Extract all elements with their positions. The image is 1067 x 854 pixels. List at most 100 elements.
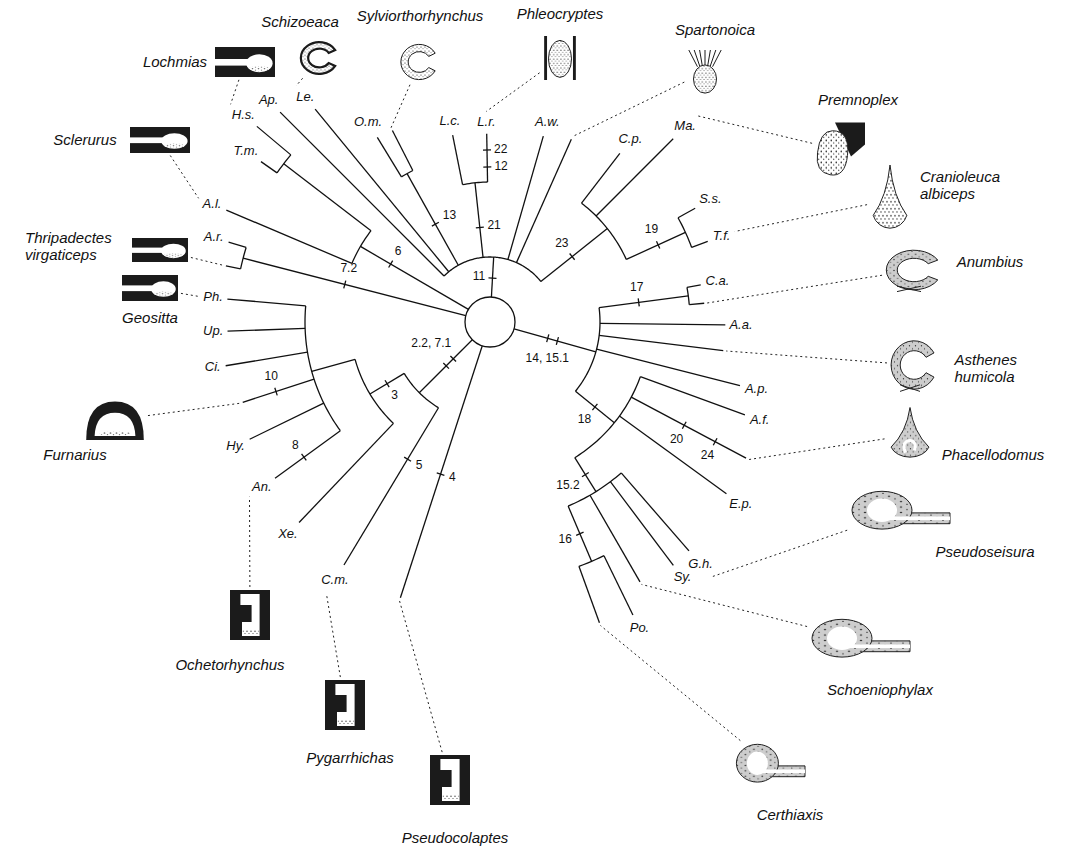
- branch-line: [491, 257, 493, 297]
- character-tick: [682, 422, 686, 429]
- taxon-abbreviation: Hy.: [226, 439, 245, 454]
- taxon-abbreviation: E.p.: [729, 497, 752, 512]
- character-number: 23: [555, 237, 568, 251]
- nest-shape: [130, 127, 190, 153]
- leader-line: [726, 351, 887, 363]
- taxon-abbreviation: G.h.: [688, 557, 713, 572]
- taxon-abbreviation: A.r.: [204, 230, 224, 245]
- taxon-abbreviation: A.f.: [750, 413, 770, 428]
- nest-illustration: [891, 341, 934, 392]
- branch-line: [640, 377, 745, 415]
- nest-shape: [215, 47, 275, 77]
- nest-illustration: [132, 238, 188, 262]
- branch-line: [257, 126, 291, 155]
- character-number: 7.2: [340, 262, 357, 276]
- taxon-abbreviation: S.s.: [699, 192, 721, 207]
- character-number: 19: [645, 223, 658, 237]
- branch-line: [689, 303, 704, 304]
- taxon-abbreviation: T.m.: [233, 144, 258, 159]
- character-tick: [302, 454, 307, 460]
- branch-line: [692, 241, 708, 247]
- branch-line: [407, 174, 458, 266]
- taxon-abbreviation: O.m.: [354, 115, 382, 130]
- leader-line: [148, 403, 240, 415]
- character-tick: [437, 473, 445, 475]
- branch-line: [377, 137, 401, 177]
- branch-line: [227, 299, 305, 306]
- nest-illustration: [817, 123, 865, 176]
- character-tick: [570, 253, 575, 259]
- branch-line: [312, 359, 355, 371]
- character-tick: [450, 356, 456, 362]
- branch-line: [453, 135, 463, 185]
- taxon-abbreviation: Up.: [203, 324, 223, 339]
- branch-arc: [352, 231, 371, 264]
- nest-shape: [246, 54, 272, 72]
- branch-line: [280, 112, 444, 276]
- branch-arc: [575, 377, 641, 458]
- leader-line: [181, 293, 200, 296]
- taxon-abbreviation: An.: [252, 480, 272, 495]
- branch-line: [621, 473, 689, 551]
- branch-line: [226, 266, 241, 269]
- nest-shape: [164, 143, 184, 148]
- nest-illustration: [544, 36, 576, 80]
- nest-shape: [154, 291, 173, 296]
- nest-shape: [443, 795, 459, 800]
- character-tick: [592, 404, 597, 410]
- genus-label: Ochetorhynchus: [175, 656, 284, 673]
- nest-illustration: [886, 250, 938, 291]
- branch-line: [226, 210, 352, 263]
- leader-line: [735, 205, 867, 232]
- nest-shape: [842, 645, 910, 649]
- leader-line: [707, 275, 882, 303]
- genus-label: Cranioleuca albiceps: [920, 168, 1010, 203]
- leader-line: [170, 156, 198, 199]
- nest-shape: [161, 244, 186, 258]
- branch-line: [392, 130, 412, 170]
- leader-line: [231, 80, 239, 104]
- leader-line: [249, 497, 250, 587]
- nest-shape: [240, 594, 259, 636]
- taxon-abbreviation: Ap.: [259, 93, 279, 108]
- character-number: 4: [449, 471, 456, 485]
- nest-shape: [548, 40, 571, 77]
- nest-shape: [122, 275, 178, 301]
- character-tick: [582, 473, 589, 477]
- leader-line: [696, 116, 812, 144]
- taxon-abbreviation: T.f.: [713, 229, 731, 244]
- nest-shape: [757, 770, 805, 774]
- taxon-abbreviation: Ph.: [203, 290, 223, 305]
- genus-label: Phacellodomus: [942, 446, 1045, 463]
- genus-label: Sylviorthorhynchus: [357, 7, 484, 24]
- branch-line: [299, 423, 393, 522]
- branch-line: [400, 346, 482, 598]
- taxon-abbreviation: A.l.: [203, 197, 222, 212]
- branch-arc: [401, 171, 412, 177]
- character-number: 18: [578, 413, 591, 427]
- branch-line: [610, 482, 673, 566]
- branch-line: [315, 109, 449, 272]
- character-number: 20: [670, 433, 683, 447]
- nest-shape: [161, 133, 187, 149]
- character-tick: [576, 532, 583, 535]
- branch-line: [226, 352, 308, 366]
- leader-line: [296, 78, 303, 86]
- branch-line: [475, 183, 483, 258]
- genus-label: Pygarrhichas: [306, 749, 394, 766]
- nest-illustrations: [86, 36, 950, 805]
- leader-line: [712, 530, 848, 577]
- character-number: 3: [391, 389, 398, 403]
- character-tick: [443, 363, 449, 369]
- nest-illustration: [122, 275, 178, 301]
- character-number: 15.2: [556, 479, 579, 493]
- leader-line: [642, 584, 808, 626]
- branch-line: [541, 229, 607, 282]
- nest-illustration: [401, 44, 435, 79]
- branch-line: [514, 329, 596, 352]
- branch-line: [261, 162, 277, 173]
- nest-illustration: [891, 408, 929, 458]
- genus-label: Premnoplex: [818, 91, 898, 108]
- branch-arc: [241, 247, 247, 269]
